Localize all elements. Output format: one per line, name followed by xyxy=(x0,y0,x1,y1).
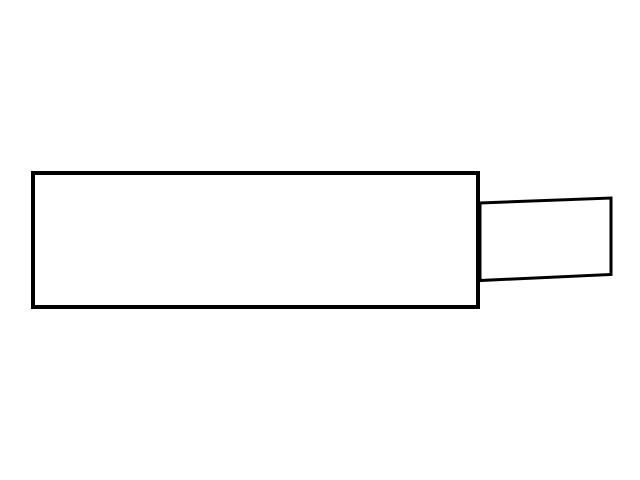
rectangular-body-outline xyxy=(31,171,480,309)
tapered-stub-outline xyxy=(478,196,613,283)
